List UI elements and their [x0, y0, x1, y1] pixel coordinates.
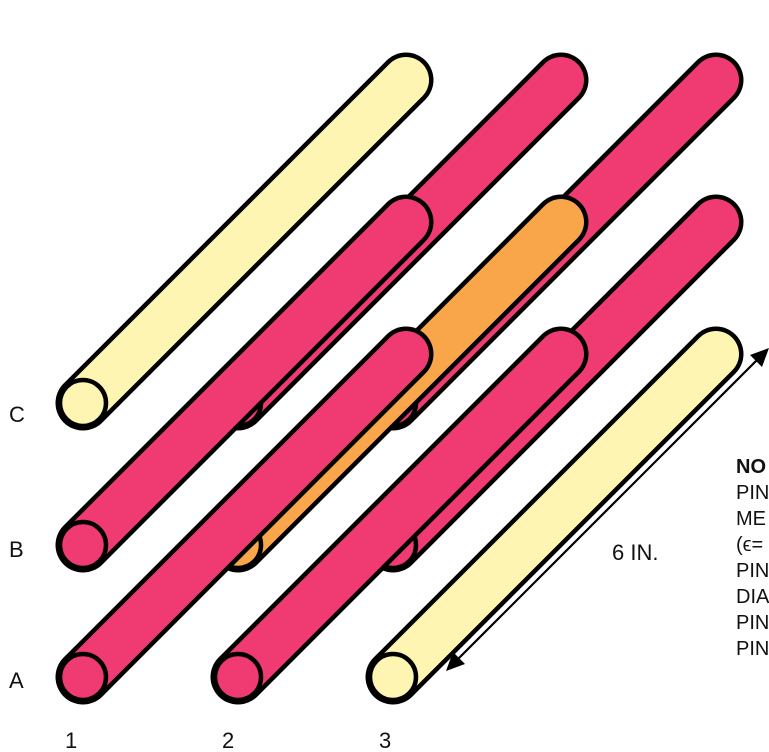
column-label-1: 1 — [65, 728, 77, 752]
pin-end-face — [57, 519, 109, 571]
row-label-b: B — [9, 537, 24, 562]
dimension-arrow — [446, 348, 769, 671]
row-label-a: A — [9, 668, 24, 693]
notes-line: ME — [736, 508, 766, 530]
pin-end-face — [367, 651, 419, 703]
pin-a3 — [365, 326, 744, 705]
notes-line: PIN — [736, 612, 769, 634]
row-label-c: C — [9, 402, 25, 427]
pin-a1 — [55, 326, 434, 705]
pin-body — [60, 57, 429, 426]
pin-body — [370, 331, 739, 700]
pin-body — [215, 331, 584, 700]
pin-body — [60, 331, 429, 700]
notes-line: DIA — [736, 586, 769, 608]
notes-title: NO — [736, 456, 766, 478]
column-label-2: 2 — [222, 728, 234, 752]
pin-end-face — [57, 377, 109, 429]
dimension-line — [454, 356, 761, 663]
pin-a2 — [210, 326, 589, 705]
pin-end-face — [57, 651, 109, 703]
notes-line: (ϵ= — [736, 534, 764, 556]
dimension-label: 6 IN. — [612, 540, 658, 565]
pins-layer — [55, 52, 744, 705]
notes-line: PIN — [736, 638, 769, 660]
arrowhead-top — [750, 348, 769, 367]
arrowhead-bottom — [446, 652, 465, 671]
notes-line: PIN — [736, 482, 769, 504]
pin-b1 — [55, 194, 434, 573]
notes-block: NO PIN ME (ϵ= PIN DIA PIN PIN — [736, 454, 769, 714]
notes-line: PIN — [736, 560, 769, 582]
pin-body — [60, 199, 429, 568]
pin-end-face — [212, 651, 264, 703]
column-label-3: 3 — [379, 728, 391, 752]
pin-c1 — [55, 52, 434, 431]
